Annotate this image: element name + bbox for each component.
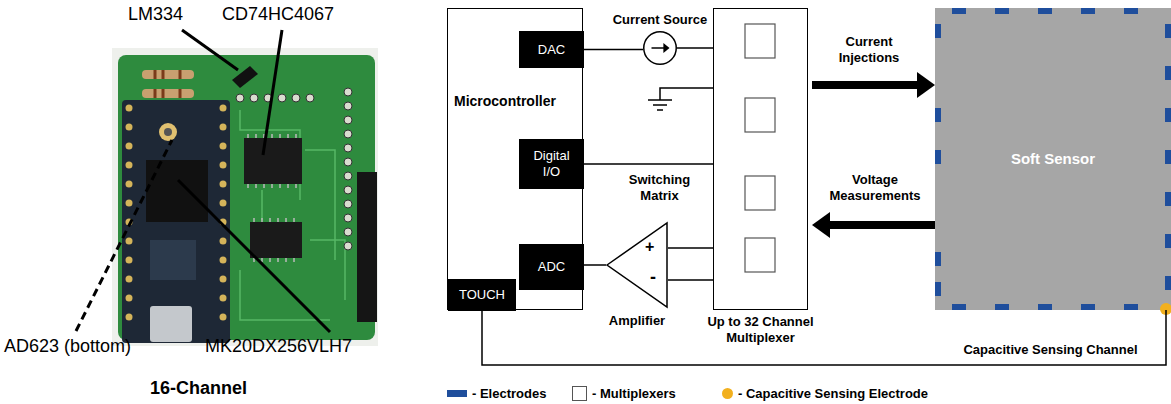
connector-line xyxy=(584,49,643,51)
node-text: Soft Sensor xyxy=(1011,150,1095,168)
connector xyxy=(812,72,935,98)
ground-symbol xyxy=(648,88,713,110)
node-text: Microcontroller xyxy=(454,93,556,110)
leader-line xyxy=(263,30,282,155)
leader-line xyxy=(76,140,172,331)
node-text: ADC xyxy=(538,259,565,275)
dac-block: DAC xyxy=(519,31,584,68)
arrow-head xyxy=(812,212,830,238)
amplifier-outline xyxy=(607,223,667,307)
connector-line xyxy=(584,163,713,165)
legend-text: - Capacitive Sensing Electrode xyxy=(738,386,928,401)
node-text: Current Source xyxy=(613,12,708,28)
electrode-swatch xyxy=(447,390,467,397)
part-name: AD623 (bottom) xyxy=(4,336,131,358)
node-text: Digital I/O xyxy=(526,148,578,179)
multiplexer-swatch xyxy=(572,386,587,401)
mux-chip xyxy=(244,138,302,184)
connector-line xyxy=(584,264,606,266)
connector-line xyxy=(668,279,713,281)
node-text: Amplifier xyxy=(597,313,677,329)
arrow-head xyxy=(917,72,935,98)
source-circle xyxy=(643,31,677,65)
legend-text: - Electrodes xyxy=(472,386,546,401)
node-text: Up to 32 Channel Multiplexer xyxy=(705,314,817,345)
soft-sensor: Soft Sensor xyxy=(935,8,1171,310)
part-name: CD74HC4067 xyxy=(222,4,334,26)
connector xyxy=(584,164,713,165)
crystal-component xyxy=(159,123,177,141)
connector xyxy=(812,212,935,238)
connector-label: Current Injections xyxy=(816,34,922,67)
pcb-traces xyxy=(240,110,345,320)
edge-connector xyxy=(357,172,377,322)
connector-line xyxy=(668,247,713,249)
connector-line xyxy=(812,81,918,89)
multiplexer-box: Up to 32 Channel Multiplexer xyxy=(713,8,808,310)
teensy-component xyxy=(150,240,196,280)
photo-ground xyxy=(112,48,378,346)
connector-line xyxy=(482,310,1166,365)
teensy-board xyxy=(122,100,230,343)
source-arrow-head xyxy=(663,43,669,53)
connector xyxy=(677,48,713,49)
gpio-block: Digital I/O xyxy=(519,139,584,189)
node-text: DAC xyxy=(538,42,565,58)
crystal-center xyxy=(164,128,172,136)
block-label: Switching Matrix xyxy=(612,172,707,203)
legend-item: - Electrodes xyxy=(447,384,546,402)
connector-label: Voltage Measurements xyxy=(815,172,935,205)
adc-block: ADC xyxy=(519,244,584,290)
leader-line xyxy=(182,30,238,70)
node-text: TOUCH xyxy=(459,287,505,303)
sensor-sheet xyxy=(935,8,1171,310)
connector-line xyxy=(829,221,935,229)
current-source: Current Source xyxy=(643,31,677,65)
part-name: LM334 xyxy=(128,4,183,26)
multiplexer-squares xyxy=(745,24,775,272)
electrode-dot-swatch xyxy=(722,388,733,399)
connector-line xyxy=(677,47,713,49)
electrode-marks xyxy=(938,11,1168,307)
leader-lines xyxy=(76,30,330,332)
connector xyxy=(482,310,1166,365)
amplifier-outline-svg xyxy=(606,222,668,308)
connector xyxy=(668,247,713,248)
touch-block: TOUCH xyxy=(448,279,516,311)
board-caption: 16-Channel xyxy=(150,378,247,400)
part-name: MK20DX256VLH7 xyxy=(205,336,352,358)
pcb-photo xyxy=(112,48,378,346)
legend-item: - Capacitive Sensing Electrode xyxy=(722,384,928,402)
controller-box: Microcontroller DAC Digital I/O ADC TOUCH xyxy=(447,8,583,310)
source-outline xyxy=(644,32,677,65)
connector xyxy=(584,49,643,50)
usb-connector xyxy=(150,306,192,342)
resistor-symbol xyxy=(142,70,194,79)
connector xyxy=(584,265,606,266)
legend-text: - Multiplexers xyxy=(592,386,676,401)
amplifier-triangle: Amplifier xyxy=(606,222,668,308)
resistor-symbol xyxy=(142,89,194,98)
support-chip xyxy=(250,222,302,258)
input-sign: - xyxy=(650,267,656,289)
resistor-bands xyxy=(155,70,180,98)
input-sign: + xyxy=(645,237,654,256)
legend-item: - Multiplexers xyxy=(572,384,676,402)
leader-line xyxy=(178,180,330,332)
connector-label: Capacitive Sensing Channel xyxy=(948,342,1153,358)
mcu-chip xyxy=(146,160,208,222)
connector xyxy=(668,279,713,280)
